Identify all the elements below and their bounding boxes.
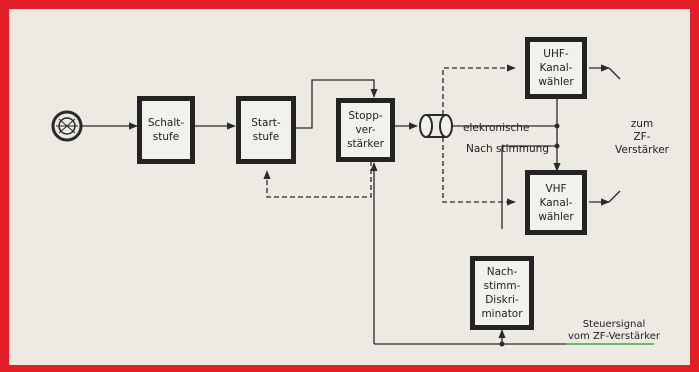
- nachstimmung-label: Nach stimmung: [466, 143, 549, 155]
- connections-layer: [51, 64, 654, 347]
- antenna-symbol: [51, 110, 83, 142]
- junction-dot: [499, 341, 505, 347]
- junction-dot: [554, 123, 560, 129]
- schaltstufe-label: Schalt- stufe: [147, 117, 185, 143]
- stoppverstaerker-block: Stopp- ver- stärker: [336, 98, 395, 162]
- dashed-switch-to-uhf: [442, 64, 516, 115]
- elektronische-label: elekronische: [463, 122, 530, 134]
- line-start-to-stopp: [296, 79, 378, 129]
- vhf-kanalwaehler-block: VHF Kanal- wähler: [525, 170, 587, 235]
- line-diskriminator-to-tuning: [501, 145, 557, 229]
- uhf-kanalwaehler-block: UHF- Kanal- wähler: [525, 37, 587, 99]
- nachstimm-diskriminator-block: Nach- stimm- Diskri- minator: [470, 256, 534, 330]
- startstufe-block: Start- stufe: [236, 96, 296, 164]
- diskriminator-label: Nach- stimm- Diskri- minator: [481, 266, 523, 320]
- diagram-canvas: Schalt- stufe Start- stufe Stopp- ver- s…: [9, 9, 690, 365]
- dashed-switch-to-vhf: [442, 137, 516, 206]
- steuersignal-label: Steuersignal vom ZF-Verstärker: [568, 319, 660, 342]
- line-vhf-to-zf: [608, 190, 621, 203]
- zum-zf-verstaerker-label: zum ZF- Verstärker: [615, 118, 669, 156]
- uhf-label: UHF- Kanal- wähler: [538, 48, 574, 88]
- capacitor-icon: [419, 114, 453, 138]
- line-uhf-to-zf: [608, 67, 621, 80]
- schaltstufe-block: Schalt- stufe: [137, 96, 195, 164]
- startstufe-label: Start- stufe: [251, 117, 281, 143]
- stoppverstaerker-label: Stopp- ver- stärker: [347, 110, 384, 150]
- dashed-feedback-stopp-to-start: [263, 161, 372, 198]
- vhf-label: VHF Kanal- wähler: [538, 182, 574, 223]
- junction-dot: [554, 143, 560, 149]
